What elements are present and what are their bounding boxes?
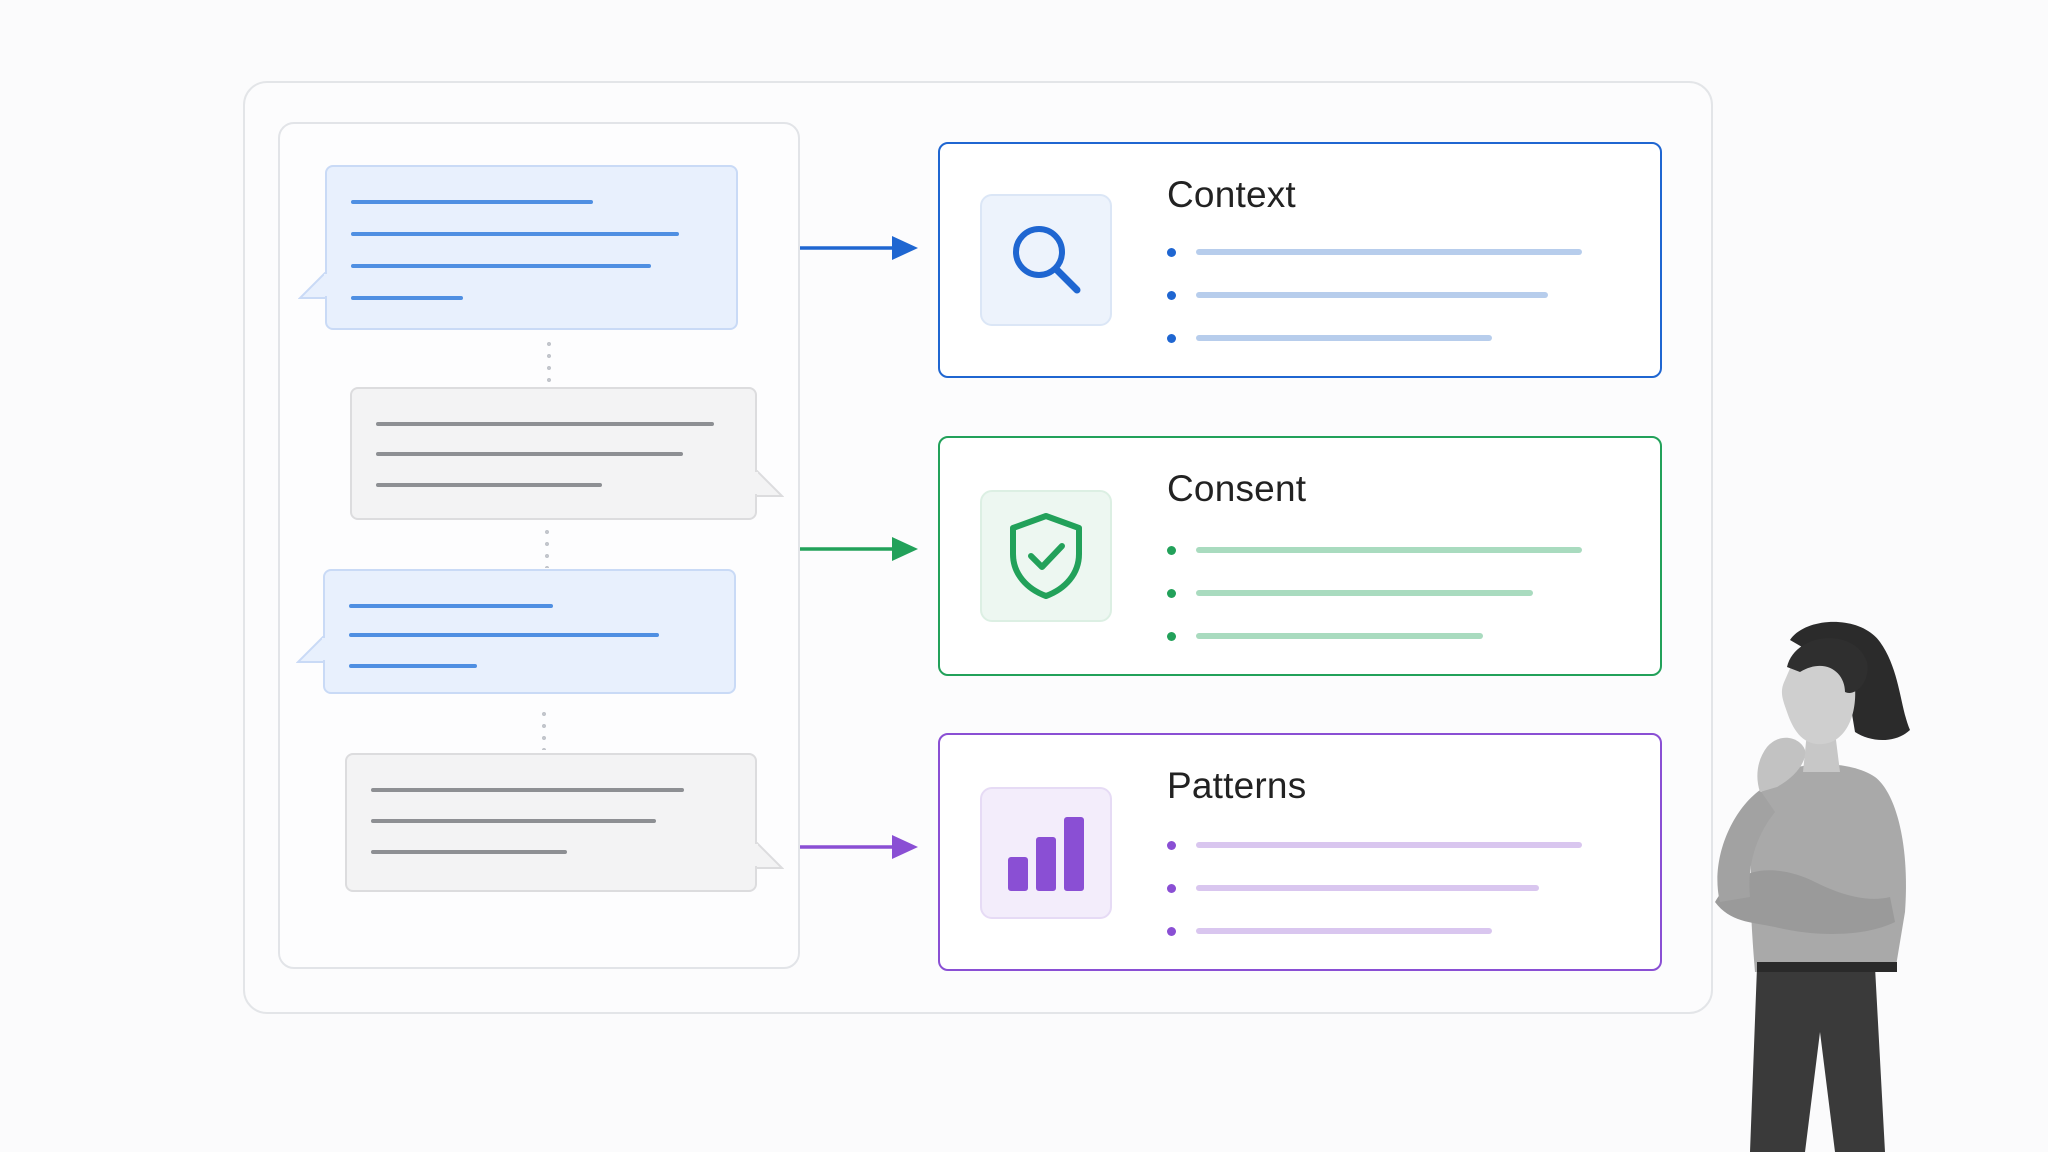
consent-icon-tile (980, 490, 1112, 622)
connector-dots (545, 526, 549, 568)
thinking-person-illustration (1715, 621, 1910, 1152)
placeholder-line (1196, 928, 1492, 934)
bubble-tail (298, 272, 328, 299)
bullet-dot (1167, 291, 1176, 300)
connector-dots (547, 338, 551, 384)
placeholder-line (1196, 842, 1582, 848)
arrow-to-consent (800, 537, 918, 561)
bullet-dot (1167, 841, 1176, 850)
card-title: Patterns (1167, 765, 1307, 806)
bullet-dot (1167, 884, 1176, 893)
arrow-to-context (800, 236, 918, 260)
patterns-card: Patterns (938, 733, 1662, 971)
placeholder-line (1196, 885, 1539, 891)
placeholder-line (1196, 633, 1483, 639)
placeholder-line (1196, 249, 1582, 255)
bullet-dot (1167, 589, 1176, 598)
arrow-to-patterns (800, 835, 918, 859)
bar-chart-icon (1008, 817, 1084, 891)
bullet-dot (1167, 632, 1176, 641)
placeholder-line (1196, 292, 1548, 298)
user-message-bubble (323, 569, 736, 694)
assistant-message-bubble (345, 753, 757, 892)
bubble-tail (296, 636, 326, 663)
bullet-dot (1167, 927, 1176, 936)
consent-card: Consent (938, 436, 1662, 676)
context-card: Context (938, 142, 1662, 378)
bullet-dot (1167, 546, 1176, 555)
placeholder-line (1196, 547, 1582, 553)
bubble-tail (754, 842, 784, 869)
bullet-dot (1167, 334, 1176, 343)
assistant-message-bubble (350, 387, 757, 520)
card-title: Context (1167, 174, 1296, 215)
placeholder-line (1196, 590, 1533, 596)
user-message-bubble (325, 165, 738, 330)
bubble-tail (754, 470, 784, 497)
card-title: Consent (1167, 468, 1307, 509)
connector-dots (542, 708, 546, 750)
magnifier-icon (1013, 226, 1081, 294)
patterns-icon-tile (980, 787, 1112, 919)
placeholder-line (1196, 335, 1492, 341)
bullet-dot (1167, 248, 1176, 257)
shield-check-icon (1010, 513, 1082, 599)
context-icon-tile (980, 194, 1112, 326)
